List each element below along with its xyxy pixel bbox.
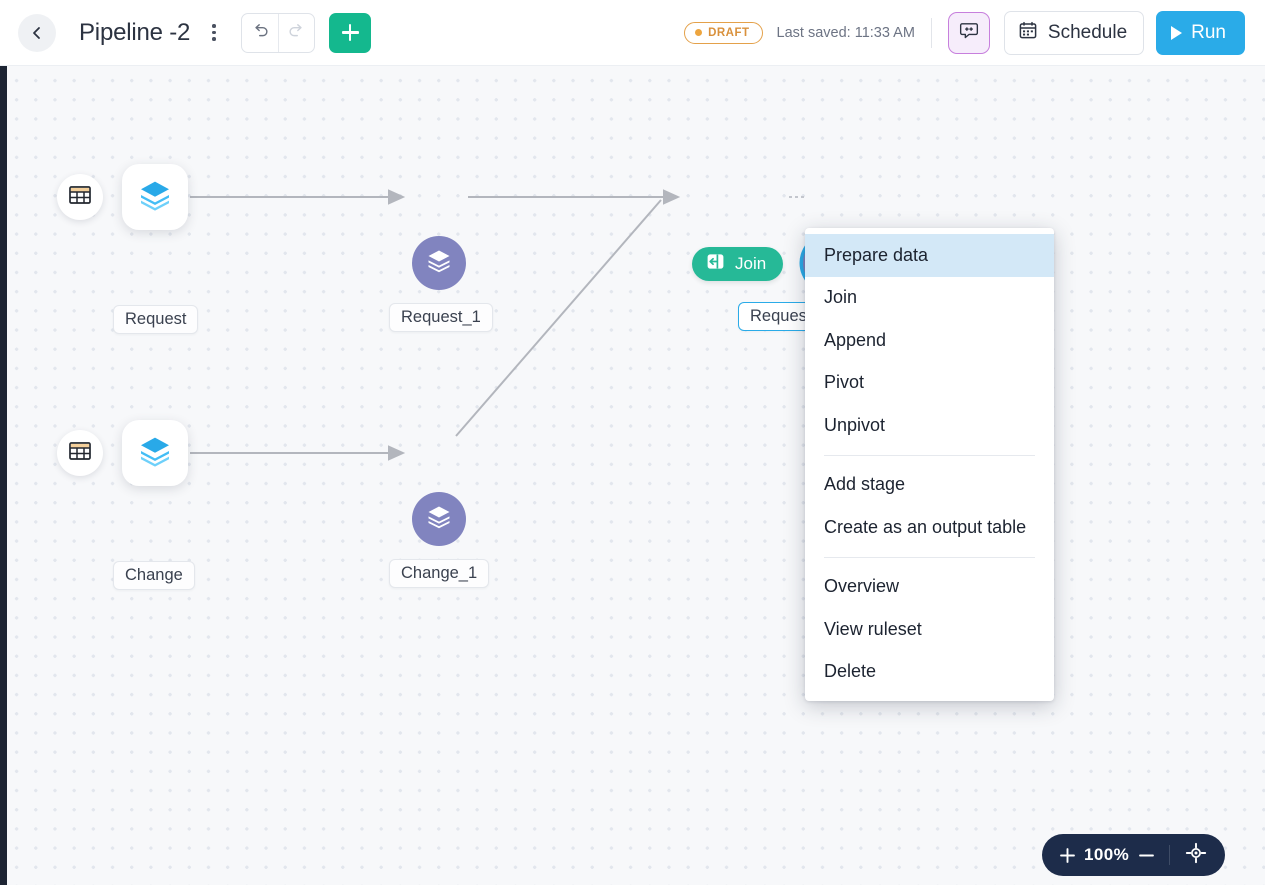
undo-redo-group: [241, 12, 316, 53]
status-badge: DRAFT: [684, 21, 763, 44]
status-dot-icon: [695, 29, 703, 36]
chevron-left-icon: [29, 25, 45, 41]
toolbar-right-group: DRAFT Last saved: 11:33 AM: [684, 10, 1265, 55]
menu-separator: [824, 454, 1035, 456]
node-label-request[interactable]: Request: [113, 305, 199, 334]
calendar-icon: [1018, 20, 1038, 46]
add-node-button[interactable]: [329, 12, 372, 53]
run-button[interactable]: Run: [1156, 10, 1245, 55]
menu-item-view-ruleset[interactable]: View ruleset: [824, 618, 922, 639]
undo-arrow-icon: [251, 21, 270, 45]
source-table-change[interactable]: [57, 430, 103, 476]
redo-arrow-icon: [287, 21, 306, 45]
menu-item-append[interactable]: Append: [824, 329, 887, 350]
node-label-request-1[interactable]: Request_1: [389, 303, 493, 332]
layers-icon: [138, 434, 172, 473]
comment-bubble-icon: [958, 19, 980, 46]
dataset-node-change[interactable]: [122, 420, 188, 486]
menu-item-pivot[interactable]: Pivot: [824, 372, 865, 393]
toolbar-divider: [930, 17, 932, 48]
redo-button[interactable]: [278, 13, 314, 52]
top-toolbar: Pipeline -2: [0, 0, 1265, 66]
menu-item-unpivot[interactable]: Unpivot: [824, 414, 886, 435]
crosshair-target-icon: [1185, 842, 1207, 869]
layers-stack-icon: [425, 247, 453, 280]
stage-node-request-1[interactable]: [412, 236, 466, 290]
zoom-in-button[interactable]: [1050, 846, 1084, 865]
table-icon: [67, 182, 93, 213]
toolbar-left-group: Pipeline -2: [0, 12, 372, 53]
page-title: Pipeline -2: [79, 18, 191, 46]
menu-item-join[interactable]: Join: [824, 287, 858, 308]
last-saved-text: Last saved: 11:33 AM: [776, 24, 915, 41]
undo-button[interactable]: [242, 14, 278, 52]
fit-to-screen-button[interactable]: [1176, 842, 1216, 869]
node-context-menu: Prepare data Join Append Pivot Unpivot A…: [805, 228, 1054, 701]
status-badge-label: DRAFT: [708, 26, 750, 39]
run-button-label: Run: [1191, 21, 1226, 43]
back-button[interactable]: [18, 13, 56, 52]
more-vertical-icon: [212, 24, 216, 28]
menu-item-delete[interactable]: Delete: [824, 661, 877, 682]
comment-button[interactable]: [947, 11, 990, 54]
menu-item-overview[interactable]: Overview: [824, 576, 900, 597]
join-node[interactable]: Join: [692, 247, 784, 281]
schedule-button-label: Schedule: [1047, 21, 1128, 43]
pipeline-canvas[interactable]: Request Request_1 Join: [0, 66, 1265, 885]
schedule-button[interactable]: Schedule: [1003, 10, 1145, 55]
menu-item-prepare-data[interactable]: Prepare data: [805, 234, 1054, 277]
menu-item-add-stage[interactable]: Add stage: [824, 474, 906, 495]
table-icon: [67, 438, 93, 469]
layers-stack-icon: [425, 503, 453, 536]
menu-separator: [824, 556, 1035, 558]
zoom-out-button[interactable]: [1129, 846, 1163, 865]
menu-item-create-output-table[interactable]: Create as an output table: [824, 516, 1027, 537]
left-edge-rail: [0, 66, 7, 885]
dataset-node-request[interactable]: [122, 164, 188, 230]
node-label-change-1[interactable]: Change_1: [389, 559, 490, 588]
zoombar-divider: [1169, 845, 1171, 865]
pipeline-edges: [190, 189, 806, 461]
join-icon: [705, 251, 726, 277]
stage-node-change-1[interactable]: [412, 492, 466, 546]
source-table-request[interactable]: [57, 174, 103, 220]
node-label-change[interactable]: Change: [113, 561, 195, 590]
zoom-level-label: 100%: [1084, 845, 1130, 864]
edge-change1-to-join: [455, 199, 662, 437]
join-node-label: Join: [735, 254, 767, 273]
play-icon: [1171, 25, 1183, 40]
zoom-control-bar: 100%: [1042, 834, 1225, 876]
layers-icon: [138, 178, 172, 217]
pipeline-options-button[interactable]: [202, 18, 226, 48]
